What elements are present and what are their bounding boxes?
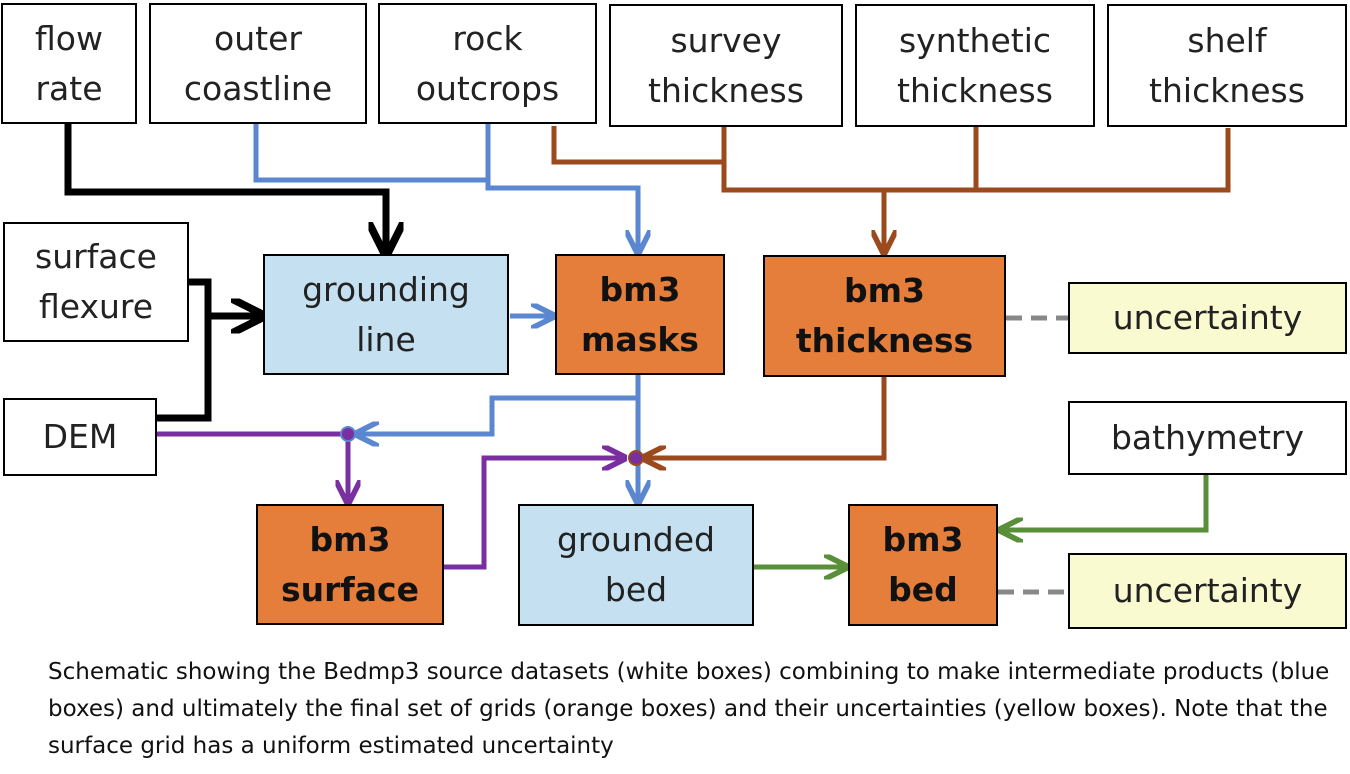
label-shelf-thickness: shelf thickness xyxy=(1149,20,1305,110)
arrow-masks-to-surface-junction xyxy=(359,375,641,434)
label-survey-thickness: survey thickness xyxy=(648,20,804,110)
box-surface-flexure: surface flexure xyxy=(3,222,189,342)
arrow-coastline-outcrops-to-masks xyxy=(253,124,638,250)
label-bm3-thickness: bm3 thickness xyxy=(795,271,974,360)
box-bm3-thickness: bm3 thickness xyxy=(763,255,1006,377)
box-bm3-bed: bm3 bed xyxy=(848,504,998,626)
box-outer-coastline: outer coastline xyxy=(149,3,367,124)
arrow-dem-to-bm3-surface xyxy=(156,431,348,500)
label-rock-outcrops: rock outcrops xyxy=(415,18,560,108)
box-flow-rate: flow rate xyxy=(1,3,137,124)
box-uncertainty-thickness: uncertainty xyxy=(1068,282,1347,354)
box-shelf-thickness: shelf thickness xyxy=(1107,4,1347,127)
label-bathymetry: bathymetry xyxy=(1110,418,1305,457)
arrow-flow-rate-to-grounding-line xyxy=(64,124,386,250)
label-bm3-bed: bm3 bed xyxy=(882,520,964,609)
label-bm3-surface: bm3 surface xyxy=(281,519,419,609)
arrow-bathymetry-to-bm3-bed xyxy=(1003,474,1209,530)
label-flow-rate: flow rate xyxy=(35,18,103,108)
label-grounded-bed: grounded bed xyxy=(556,520,715,609)
box-uncertainty-bed: uncertainty xyxy=(1068,553,1347,629)
label-uncertainty-thickness: uncertainty xyxy=(1112,298,1303,337)
box-grounded-bed: grounded bed xyxy=(518,504,754,626)
label-bm3-masks: bm3 masks xyxy=(581,269,699,359)
box-bm3-surface: bm3 surface xyxy=(256,504,444,625)
label-dem: DEM xyxy=(42,417,118,456)
box-grounding-line: grounding line xyxy=(263,254,509,375)
label-uncertainty-bed: uncertainty xyxy=(1112,571,1303,610)
junction-dot-surface xyxy=(340,426,356,442)
line-surface-flexure-to-junction xyxy=(156,278,212,422)
label-outer-coastline: outer coastline xyxy=(183,18,333,108)
box-bm3-masks: bm3 masks xyxy=(555,254,725,375)
box-synthetic-thickness: synthetic thickness xyxy=(855,4,1095,127)
box-dem: DEM xyxy=(3,398,157,476)
arrow-thickness-sources-to-bm3-thickness xyxy=(551,126,1231,193)
figure-caption: Schematic showing the Bedmp3 source data… xyxy=(48,659,1330,759)
label-grounding-line: grounding line xyxy=(302,269,470,359)
arrow-thickness-to-bed-junction xyxy=(646,376,887,458)
junction-dot-bed xyxy=(628,450,644,466)
arrow-surface-to-bed-junction xyxy=(444,458,622,570)
box-survey-thickness: survey thickness xyxy=(609,4,843,127)
label-surface-flexure: surface flexure xyxy=(35,237,157,326)
box-bathymetry: bathymetry xyxy=(1068,401,1347,475)
label-synthetic-thickness: synthetic thickness xyxy=(897,20,1053,110)
box-rock-outcrops: rock outcrops xyxy=(378,3,597,124)
